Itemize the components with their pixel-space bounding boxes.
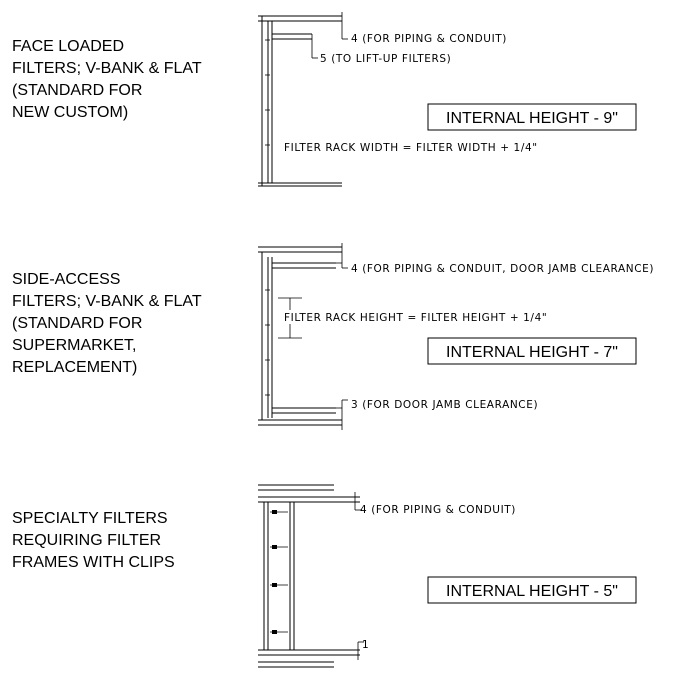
section1-desc-line2: FILTERS; V-BANK & FLAT xyxy=(12,60,202,77)
section2-dim-rack-height: FILTER RACK HEIGHT = FILTER HEIGHT + 1/4… xyxy=(284,312,547,324)
section1-dim-piping: 4 (FOR PIPING & CONDUIT) xyxy=(351,33,507,45)
section1-height-box xyxy=(427,103,637,131)
section3-desc-line3: FRAMES WITH CLIPS xyxy=(12,554,175,571)
section1-dim-lift: 5 (TO LIFT-UP FILTERS) xyxy=(320,53,451,65)
section1-desc-line3: (STANDARD FOR xyxy=(12,82,142,99)
section3-height-box xyxy=(427,576,637,604)
section-side-access: SIDE-ACCESS FILTERS; V-BANK & FLAT (STAN… xyxy=(12,243,654,430)
section3-dim-piping: 4 (FOR PIPING & CONDUIT) xyxy=(360,504,516,516)
section3-rack-drawing xyxy=(258,484,364,668)
section2-desc-line4: SUPERMARKET, xyxy=(12,337,136,354)
section2-desc-line1: SIDE-ACCESS xyxy=(12,271,120,288)
section2-height-box xyxy=(427,337,637,365)
section3-desc-line1: SPECIALTY FILTERS xyxy=(12,510,168,527)
section2-rack-drawing xyxy=(258,243,348,430)
section2-desc-line5: REPLACEMENT) xyxy=(12,359,137,376)
section2-internal-height: INTERNAL HEIGHT - 7" xyxy=(446,344,618,361)
section1-desc-line4: NEW CUSTOM) xyxy=(12,104,128,121)
section-specialty: SPECIALTY FILTERS REQUIRING FILTER FRAME… xyxy=(12,484,637,668)
section2-dim-piping: 4 (FOR PIPING & CONDUIT, DOOR JAMB CLEAR… xyxy=(351,263,654,275)
section3-internal-height: INTERNAL HEIGHT - 5" xyxy=(446,583,618,600)
section1-desc-line1: FACE LOADED xyxy=(12,38,124,55)
section3-dim-one: 1 xyxy=(362,639,369,651)
section1-rack-drawing xyxy=(258,12,348,187)
section2-desc-line3: (STANDARD FOR xyxy=(12,315,142,332)
section1-dim-rack-width: FILTER RACK WIDTH = FILTER WIDTH + 1/4" xyxy=(284,142,538,154)
section3-desc-line2: REQUIRING FILTER xyxy=(12,532,161,549)
section-face-loaded: FACE LOADED FILTERS; V-BANK & FLAT (STAN… xyxy=(12,12,637,187)
section2-desc-line2: FILTERS; V-BANK & FLAT xyxy=(12,293,202,310)
section1-internal-height: INTERNAL HEIGHT - 9" xyxy=(446,110,618,127)
section2-dim-jamb: 3 (FOR DOOR JAMB CLEARANCE) xyxy=(351,399,538,411)
